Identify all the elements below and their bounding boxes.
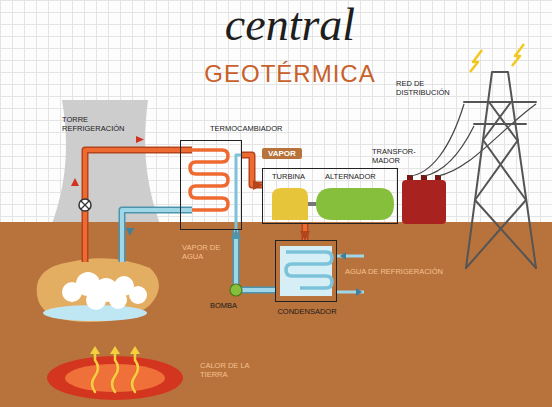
turbine-box: TURBINA ALTERNADOR bbox=[262, 168, 398, 224]
heat-exchanger-box: TERMOCAMBIADOR bbox=[180, 140, 242, 230]
pump-symbol bbox=[230, 284, 242, 296]
geothermal-pipes bbox=[85, 150, 242, 262]
condenser-box: CONDENSADOR bbox=[275, 240, 337, 302]
pylon bbox=[464, 72, 536, 268]
lightning-symbol bbox=[470, 44, 524, 72]
pipe-outline bbox=[236, 230, 275, 290]
transformer-body bbox=[402, 180, 446, 224]
pipe-outline bbox=[242, 155, 262, 185]
steam-tag: VAPOR bbox=[262, 148, 302, 159]
diagram-title: central bbox=[190, 2, 390, 48]
pipe-line bbox=[236, 230, 275, 290]
pipe-outline bbox=[302, 224, 309, 240]
reservoir bbox=[37, 258, 159, 322]
subtitle: GEOTÉRMICA bbox=[190, 60, 390, 88]
node-text: TURBINA bbox=[272, 173, 305, 182]
turbine-alternator-set bbox=[272, 188, 394, 220]
pipe-connector bbox=[242, 155, 262, 185]
pipe-line bbox=[303, 224, 307, 240]
pipe-connector bbox=[305, 224, 306, 240]
node-text: TERMOCAMBIADOR bbox=[210, 125, 283, 134]
part-label: TORRE REFRIGERACIÓN bbox=[62, 116, 132, 133]
node-text: ALTERNADOR bbox=[325, 173, 376, 182]
cooling-tower bbox=[46, 100, 166, 240]
earth-heat bbox=[47, 346, 183, 400]
process-label: CALOR DE LA TIERRA bbox=[200, 362, 260, 379]
process-label: VAPOR DE AGUA bbox=[182, 244, 226, 261]
process-label: AGUA DE REFRIGERACIÓN bbox=[345, 268, 443, 277]
node-text: TRANSFOR- MADOR bbox=[372, 148, 422, 165]
part-label: RED DE DISTRIBUCIÓN bbox=[396, 80, 460, 97]
pipe-connector bbox=[236, 230, 275, 290]
transformer: TRANSFOR- MADOR bbox=[398, 148, 450, 226]
valve-symbol bbox=[79, 199, 91, 211]
node-text: VAPOR bbox=[268, 149, 296, 158]
flow-arrows bbox=[71, 136, 144, 236]
node-text: CONDENSADOR bbox=[270, 308, 344, 317]
pipe-line bbox=[242, 155, 262, 185]
part-label: BOMBA bbox=[210, 302, 237, 311]
condenser-coil bbox=[280, 246, 332, 296]
